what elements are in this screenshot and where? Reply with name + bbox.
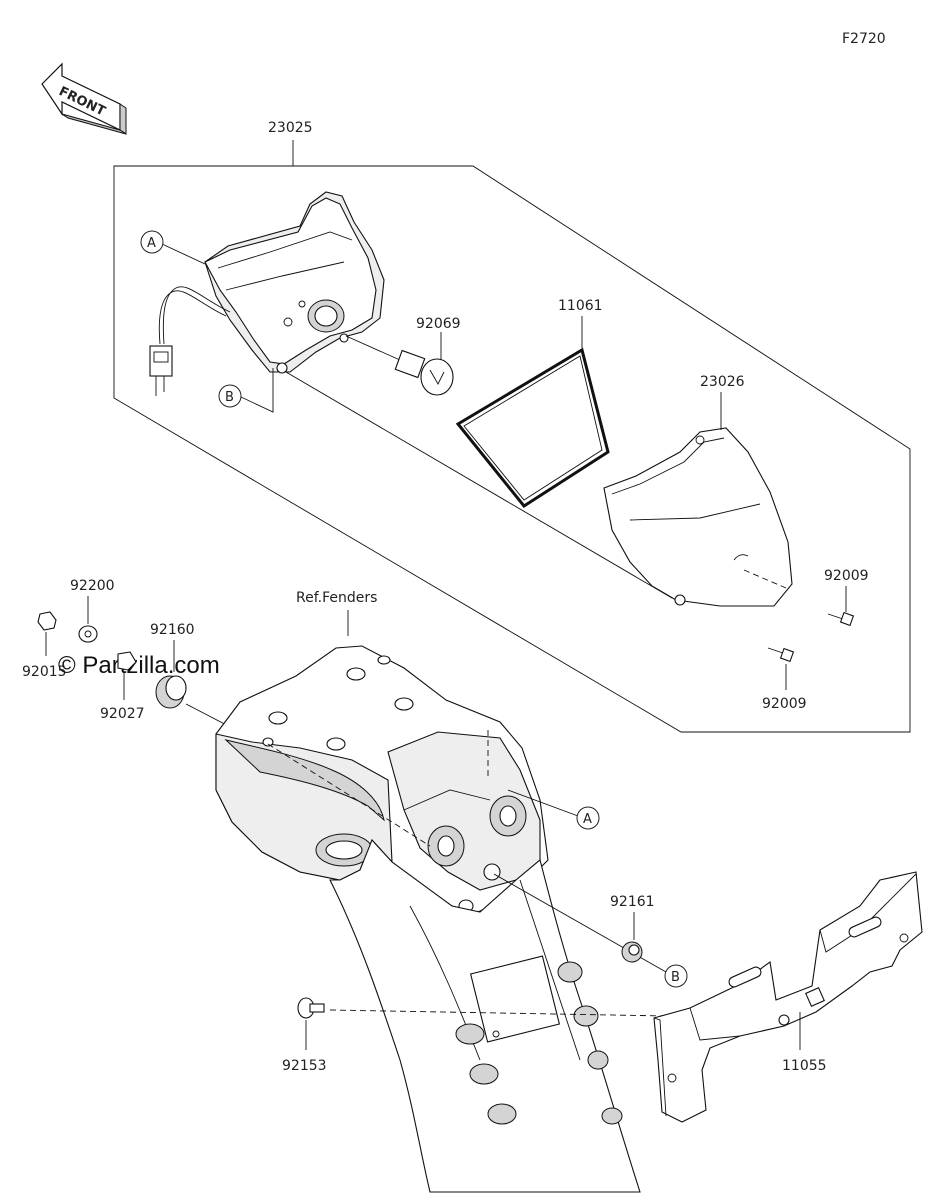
nut-92015	[37, 611, 57, 631]
label-92200: 92200	[70, 578, 115, 594]
bulb	[345, 335, 454, 396]
label-92009-b: 92009	[762, 696, 807, 712]
bolt-92153	[297, 997, 325, 1019]
callout-b-bottom-label: B	[671, 970, 680, 985]
label-92027: 92027	[100, 706, 145, 722]
rear-fender	[215, 645, 641, 1193]
callout-b-top-label: B	[225, 390, 234, 405]
label-92160: 92160	[150, 622, 195, 638]
collar-92161	[621, 941, 643, 963]
lens	[603, 427, 793, 607]
screw-92009-b	[767, 647, 795, 663]
callout-a-top	[140, 230, 164, 254]
label-23026: 23026	[700, 374, 745, 390]
front-arrow-icon: FRONT	[41, 62, 127, 135]
diagram-id: F2720	[842, 31, 886, 47]
label-92009-a: 92009	[824, 568, 869, 584]
callout-a-top-label: A	[147, 236, 156, 251]
collar-92027	[117, 651, 137, 671]
label-92015: 92015	[22, 664, 67, 680]
callout-b-bottom	[664, 964, 688, 988]
bracket-11055	[653, 871, 923, 1123]
ref-fenders-label: Ref.Fenders	[296, 590, 377, 606]
callout-b-top	[218, 384, 242, 408]
grommet-92160	[155, 675, 187, 709]
label-92161: 92161	[610, 894, 655, 910]
watermark: © Partzilla.com	[58, 652, 220, 679]
callout-a-bottom	[576, 806, 600, 830]
assembly-box	[113, 140, 911, 733]
screw-92009-a	[827, 611, 855, 627]
label-92153: 92153	[282, 1058, 327, 1074]
callout-a-bottom-label: A	[583, 812, 592, 827]
label-92069: 92069	[416, 316, 461, 332]
label-23025: 23025	[268, 120, 313, 136]
gasket	[455, 347, 610, 508]
label-11061: 11061	[558, 298, 603, 314]
label-11055: 11055	[782, 1058, 827, 1074]
washer-92200	[78, 625, 98, 643]
lamp-housing	[149, 191, 385, 396]
